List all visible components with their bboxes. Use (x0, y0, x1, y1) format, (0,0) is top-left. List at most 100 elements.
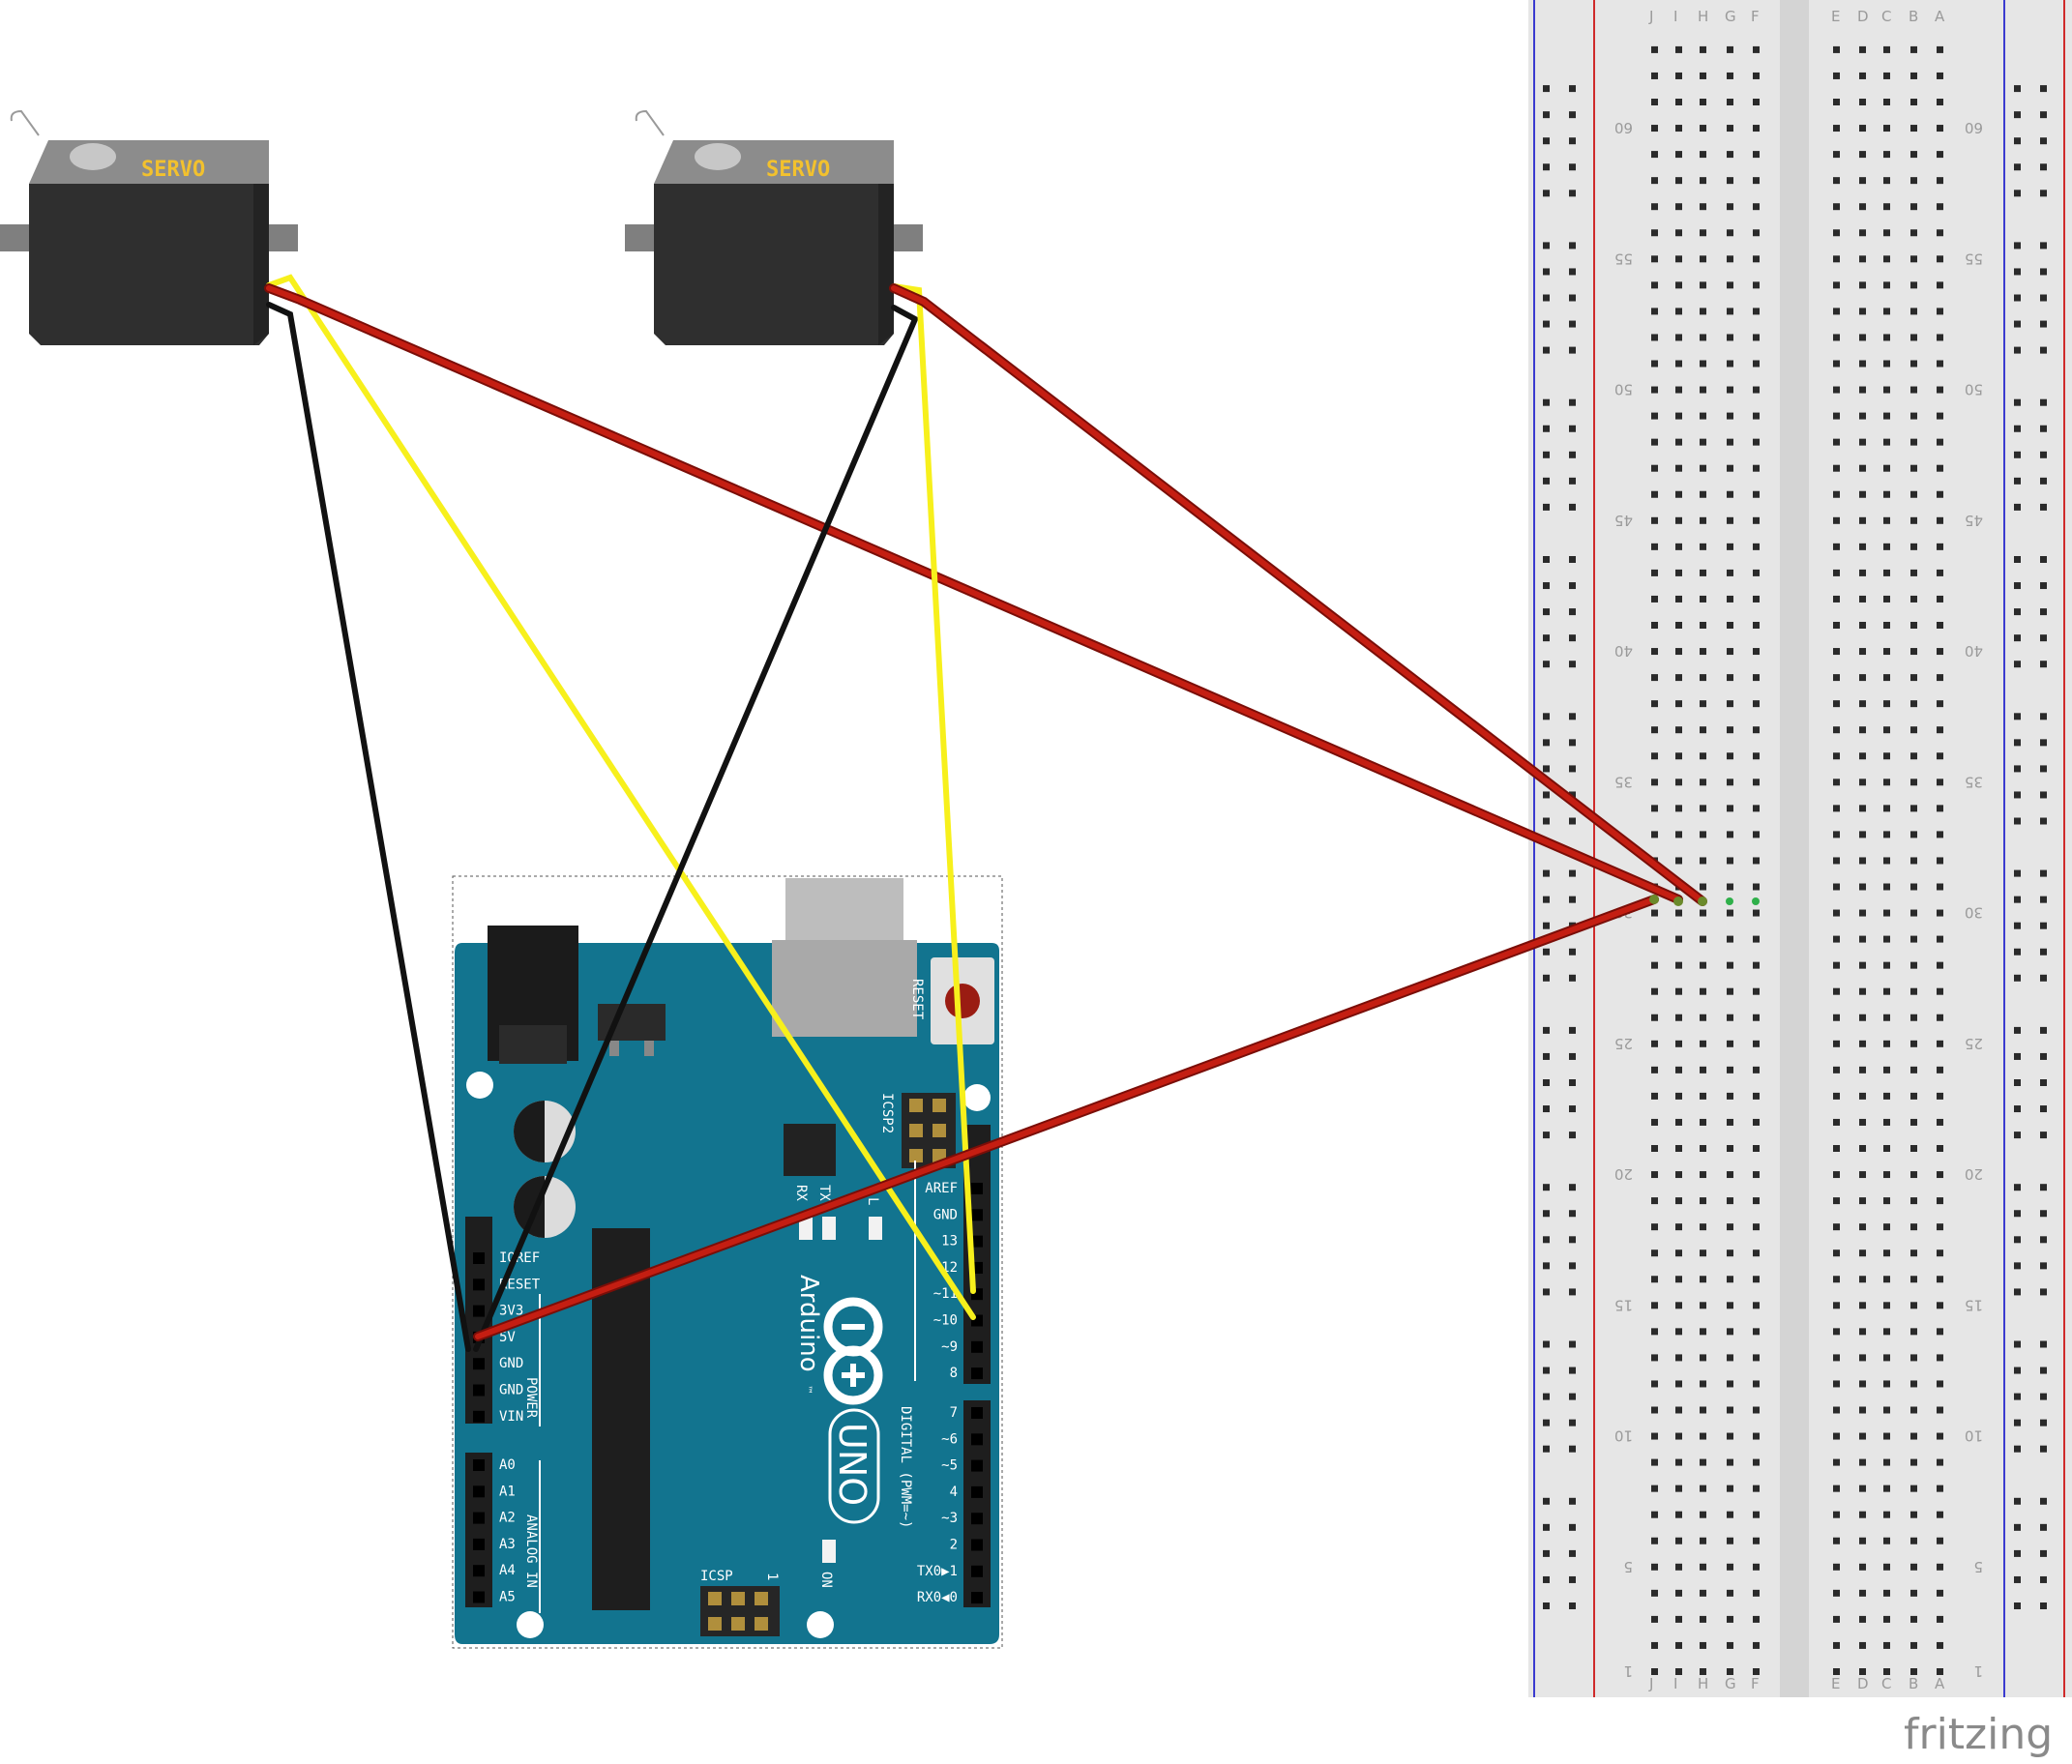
breadboard-hole[interactable] (1910, 45, 1917, 53)
breadboard-hole[interactable] (1727, 1066, 1733, 1073)
breadboard-hole[interactable] (1937, 464, 1943, 472)
breadboard-hole[interactable] (1883, 1354, 1890, 1362)
breadboard-hole[interactable] (1753, 1589, 1760, 1597)
breadboard-hole[interactable] (1727, 464, 1733, 472)
rail-hole[interactable] (1569, 556, 1576, 563)
breadboard-hole[interactable] (1883, 700, 1890, 708)
rail-hole[interactable] (2040, 1419, 2047, 1426)
rail-hole[interactable] (1543, 582, 1550, 590)
breadboard-hole[interactable] (1937, 1432, 1943, 1440)
header-pin[interactable] (473, 1252, 485, 1264)
breadboard-hole[interactable] (1651, 1302, 1658, 1309)
breadboard-hole[interactable] (1859, 726, 1866, 734)
breadboard-hole[interactable] (1727, 386, 1733, 394)
breadboard-hole[interactable] (1910, 622, 1917, 629)
rail-hole[interactable] (1569, 1367, 1576, 1374)
rail-hole[interactable] (1543, 451, 1550, 458)
rail-hole[interactable] (2040, 1393, 2047, 1400)
breadboard-hole[interactable] (1753, 99, 1760, 105)
breadboard-hole[interactable] (1833, 516, 1840, 524)
rail-hole[interactable] (1569, 896, 1576, 903)
rail-hole[interactable] (2040, 451, 2047, 458)
breadboard-hole[interactable] (1700, 1485, 1706, 1492)
breadboard-hole[interactable] (1859, 1406, 1866, 1414)
breadboard-hole[interactable] (1675, 281, 1682, 289)
breadboard-hole[interactable] (1859, 1014, 1866, 1021)
rail-hole[interactable] (2040, 190, 2047, 197)
rail-hole[interactable] (2014, 974, 2021, 982)
breadboard-hole[interactable] (1833, 72, 1840, 79)
rail-hole[interactable] (2014, 1367, 2021, 1374)
breadboard-hole[interactable] (1910, 805, 1917, 812)
breadboard-hole[interactable] (1859, 1040, 1866, 1047)
breadboard-hole[interactable] (1937, 177, 1943, 185)
header-pin[interactable] (971, 1485, 983, 1498)
breadboard-hole[interactable] (1675, 622, 1682, 629)
breadboard-hole[interactable] (1833, 1040, 1840, 1047)
rail-hole[interactable] (1569, 948, 1576, 956)
breadboard-hole[interactable] (1859, 648, 1866, 656)
breadboard-hole[interactable] (1700, 464, 1706, 472)
rail-hole[interactable] (1569, 1575, 1576, 1583)
breadboard-hole[interactable] (1675, 438, 1682, 446)
rail-hole[interactable] (2014, 1026, 2021, 1034)
breadboard-hole[interactable] (1937, 386, 1943, 394)
breadboard-hole[interactable] (1859, 1250, 1866, 1257)
rail-hole[interactable] (1569, 1079, 1576, 1086)
breadboard-hole[interactable] (1727, 1014, 1733, 1021)
breadboard-hole[interactable] (1937, 281, 1943, 289)
breadboard-hole[interactable] (1700, 987, 1706, 995)
breadboard-hole[interactable] (1700, 805, 1706, 812)
breadboard-hole[interactable] (1910, 1380, 1917, 1388)
rail-hole[interactable] (2014, 1288, 2021, 1296)
breadboard-hole[interactable] (1675, 386, 1682, 394)
breadboard-hole[interactable] (1675, 831, 1682, 838)
breadboard-hole[interactable] (1833, 386, 1840, 394)
breadboard-hole[interactable] (1937, 1197, 1943, 1205)
rail-hole[interactable] (1543, 608, 1550, 616)
breadboard-hole[interactable] (1753, 203, 1760, 211)
breadboard-hole[interactable] (1727, 1040, 1733, 1047)
breadboard-hole[interactable] (1859, 1145, 1866, 1152)
breadboard-hole[interactable] (1910, 1458, 1917, 1466)
rail-hole[interactable] (2040, 137, 2047, 145)
rail-hole[interactable] (1569, 1052, 1576, 1060)
rail-hole[interactable] (1543, 1367, 1550, 1374)
rail-hole[interactable] (1543, 817, 1550, 825)
breadboard-hole[interactable] (1910, 700, 1917, 708)
breadboard-hole[interactable] (1675, 1223, 1682, 1231)
rail-hole[interactable] (2040, 1210, 2047, 1218)
breadboard-hole[interactable] (1910, 726, 1917, 734)
breadboard-hole[interactable] (1910, 99, 1917, 105)
breadboard-hole[interactable] (1675, 543, 1682, 550)
breadboard-hole[interactable] (1910, 831, 1917, 838)
breadboard-hole[interactable] (1753, 281, 1760, 289)
breadboard-hole[interactable] (1753, 177, 1760, 185)
breadboard-hole[interactable] (1727, 203, 1733, 211)
breadboard-hole[interactable] (1753, 1432, 1760, 1440)
breadboard-hole[interactable] (1883, 1302, 1890, 1309)
breadboard-hole[interactable] (1883, 831, 1890, 838)
breadboard-hole[interactable] (1833, 961, 1840, 969)
rail-hole[interactable] (2014, 582, 2021, 590)
rail-hole[interactable] (1569, 661, 1576, 668)
rail-hole[interactable] (2040, 556, 2047, 563)
breadboard-hole[interactable] (1700, 360, 1706, 368)
rail-hole[interactable] (2014, 242, 2021, 250)
breadboard-hole[interactable] (1700, 1328, 1706, 1336)
breadboard-hole[interactable] (1937, 1223, 1943, 1231)
breadboard-hole[interactable] (1753, 543, 1760, 550)
breadboard-hole[interactable] (1910, 1118, 1917, 1126)
breadboard-hole[interactable] (1727, 1589, 1733, 1597)
breadboard-hole[interactable] (1910, 1511, 1917, 1518)
breadboard-hole[interactable] (1700, 1276, 1706, 1283)
breadboard-hole[interactable] (1753, 935, 1760, 943)
breadboard-hole[interactable] (1937, 648, 1943, 656)
breadboard-hole[interactable] (1700, 622, 1706, 629)
wire-servo2-gnd[interactable] (473, 305, 919, 1352)
breadboard-hole[interactable] (1651, 151, 1658, 159)
breadboard-hole[interactable] (1700, 595, 1706, 603)
breadboard-hole[interactable] (1727, 1668, 1733, 1675)
breadboard-hole[interactable] (1883, 386, 1890, 394)
breadboard-hole[interactable] (1859, 1589, 1866, 1597)
